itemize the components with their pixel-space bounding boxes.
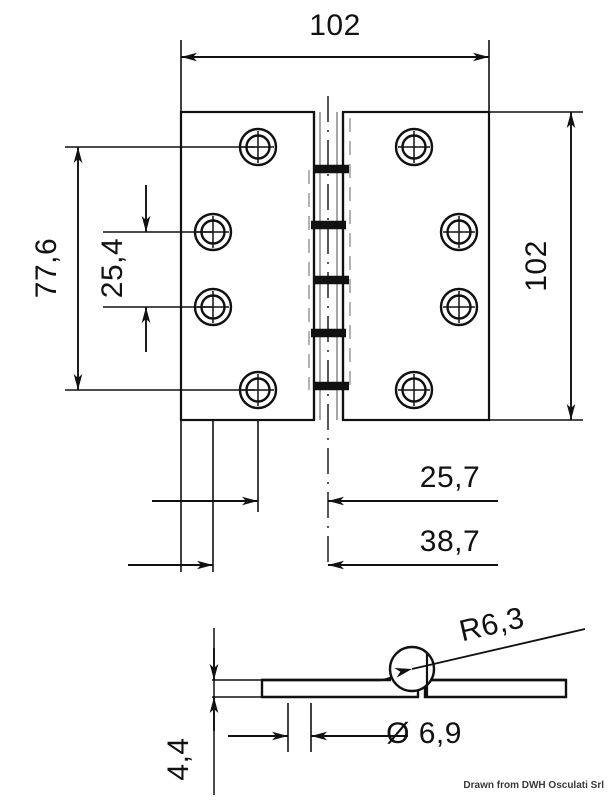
dim-label-thickness-4-4: 4,4	[162, 737, 195, 780]
screw-hole	[193, 212, 233, 252]
dim-label-offset-25-7: 25,7	[420, 461, 480, 494]
dim-label-height-102: 102	[520, 240, 553, 292]
dim-label-offset-38-7: 38,7	[420, 525, 480, 558]
thickness-extension-lines	[212, 679, 268, 698]
left-dim-extension-lines	[65, 146, 255, 391]
screw-hole	[238, 370, 278, 410]
side-leaf-right-profile	[423, 678, 568, 699]
screw-hole	[439, 287, 479, 327]
dim-label-width-102: 102	[309, 9, 361, 42]
top-dim-extension-lines	[180, 40, 490, 112]
knuckle-barrel-edges	[312, 112, 345, 420]
dim-label-radius-r63: R6,3	[456, 601, 527, 648]
knuckle-inner-edges	[319, 112, 338, 420]
side-view-group: R6,3 4,4 Ø 6,9	[162, 601, 586, 795]
knuckle-hidden-lines	[308, 118, 351, 390]
dim-label-pitch-25-4: 25,4	[96, 238, 129, 298]
screw-hole	[394, 370, 434, 410]
screw-hole-group-left	[193, 127, 278, 410]
screw-hole	[439, 212, 479, 252]
front-view-group: 102	[30, 9, 583, 572]
dim-label-pin-dia-6-9: Ø 6,9	[386, 717, 462, 750]
footer-credit: Drawn from DWH Osculati Srl	[463, 780, 604, 791]
hinge-plate-outline	[179, 110, 491, 422]
screw-hole	[394, 127, 434, 167]
pin-dia-extension-lines	[287, 703, 312, 752]
dim-label-height-77-6: 77,6	[30, 238, 63, 298]
screw-hole-group-right	[394, 127, 479, 410]
bottom-dim-extension-lines	[180, 420, 259, 572]
leader-line-r63	[394, 628, 586, 678]
